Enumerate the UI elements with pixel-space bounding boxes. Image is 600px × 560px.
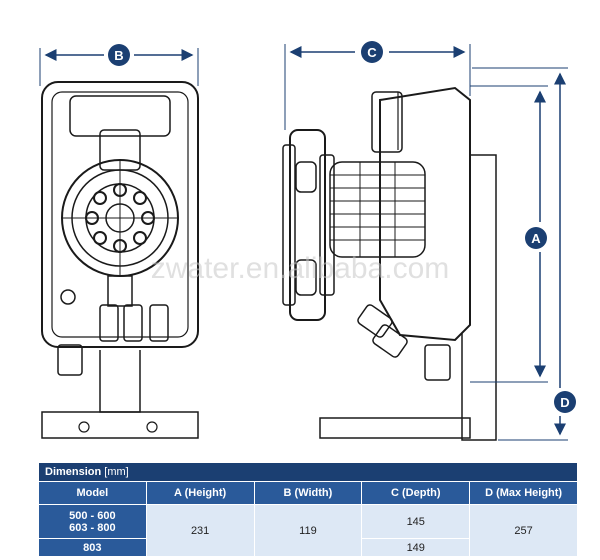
dimension-d-badge — [554, 391, 576, 413]
table-title: Dimension [mm] — [38, 462, 578, 482]
cell-b: 119 — [253, 504, 363, 557]
cell-a: 231 — [145, 504, 255, 557]
row1-model-line1: 500 - 600 — [69, 509, 116, 522]
dimension-a-badge — [525, 227, 547, 249]
dimension-d-label: D — [560, 395, 569, 410]
dimension-b-label: B — [114, 48, 123, 63]
dimension-c-badge — [361, 41, 383, 63]
header-model: Model — [38, 481, 147, 505]
dimension-b: B — [39, 44, 199, 86]
dimension-a-label: A — [531, 231, 541, 246]
table-title-unit: [mm] — [104, 466, 129, 478]
header-b: B (Width) — [253, 481, 363, 505]
dimension-d: D — [472, 67, 576, 441]
dimension-b-badge — [108, 44, 130, 66]
dimension-c: C — [284, 41, 471, 130]
row2-c: 149 — [361, 538, 471, 557]
header-a: A (Height) — [145, 481, 255, 505]
row2-model: 803 — [38, 538, 147, 557]
header-c: C (Depth) — [361, 481, 471, 505]
row1-model-line2: 603 - 800 — [69, 521, 116, 534]
dimension-a: A — [470, 85, 548, 383]
watermark-text: zwater.en.alibaba.com — [151, 252, 450, 285]
front-view — [41, 81, 199, 439]
dimension-table: Dimension [mm] Model A (Height) B (Width… — [38, 462, 578, 557]
dimension-c-label: C — [367, 45, 377, 60]
row1-c: 145 — [361, 504, 471, 539]
side-view — [282, 86, 497, 441]
pump-drawing: B C — [39, 41, 576, 441]
table-title-text: Dimension — [45, 466, 102, 478]
cell-d: 257 — [469, 504, 578, 557]
row1-model: 500 - 600 603 - 800 — [38, 504, 147, 539]
header-d: D (Max Height) — [469, 481, 578, 505]
